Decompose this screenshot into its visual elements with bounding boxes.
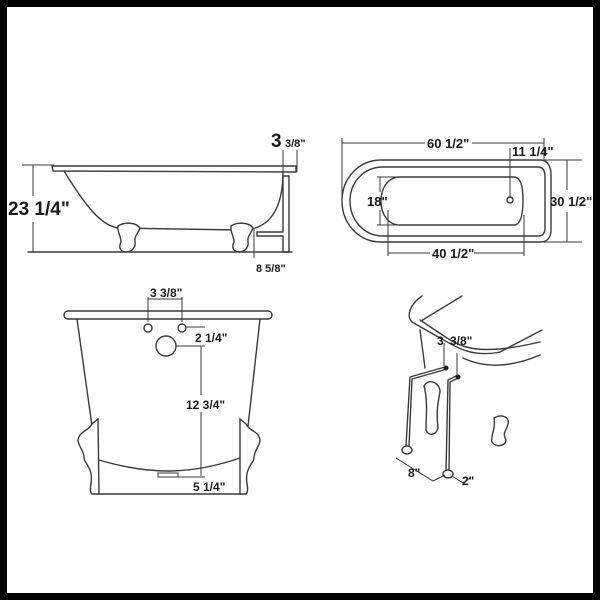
supply-hole-left [443,365,449,371]
supply-pipe-left [405,366,446,447]
side-rim [51,165,297,173]
supply-view: 3 3/8" 8" 2" [395,295,543,488]
supply-foot-back [490,415,509,447]
end-overflow-hole [155,335,177,357]
top-inner-rim [349,166,546,237]
supply-hole-right [455,374,461,380]
supply-rim-outer [408,295,543,355]
end-rim [63,310,273,320]
end-view: 3 3/8" 2 1/4" 12 3/4" 5 1/4" [63,286,273,495]
end-basin-bottom [98,457,241,472]
end-bottom-clearance-label: 5 1/4" [193,480,225,494]
side-height-label: 23 1/4" [8,199,70,220]
supply-base-right [442,469,454,479]
supply-base-left [401,445,413,455]
supply-depth-label: 2" [462,474,474,488]
side-body-right [254,171,284,229]
side-supply-bracket [256,175,290,253]
supply-foot-front [423,381,441,435]
supply-rim-inner [419,319,541,351]
side-foot-left [117,222,141,253]
end-overflow-height-label: 12 3/4" [186,398,225,412]
top-outer-rim [341,159,552,243]
top-basin [380,176,524,226]
side-foot-right [230,222,254,253]
end-faucet-hole-left [143,323,153,333]
top-inner-width-label: 18" [367,194,388,209]
end-overflow-offset-label: 2 1/4" [195,331,227,345]
top-drain-distance-label: 11 1/4" [512,144,554,159]
side-rim-fraction-label: 3/8" [285,138,306,150]
supply-spacing-label: 8" [408,466,420,480]
supply-hole-whole-label: 3 [437,334,444,348]
end-foot-right [239,417,261,495]
side-drain-offset-label: 8 5/8" [256,263,286,275]
end-foot-left [77,417,100,495]
supply-pipe-right [445,375,457,473]
top-width-label: 30 1/2" [550,194,592,209]
side-rim-whole-label: 3 [271,131,282,152]
side-view: 23 1/4" 3 3/8" 8 5/8" [8,131,306,275]
end-faucet-hole-right [177,323,187,333]
end-faucet-spacing-label: 3 3/8" [150,286,182,300]
top-inner-length-label: 40 1/2" [432,246,474,261]
drawing-canvas [7,7,593,593]
top-drain-hole [506,196,514,204]
top-length-label: 60 1/2" [427,136,469,151]
supply-hole-fraction-label: 3/8" [450,334,472,348]
side-body-bottom [63,170,241,231]
top-view: 60 1/2" 11 1/4" 18" 30 1/2" 40 1/2" [341,136,592,261]
